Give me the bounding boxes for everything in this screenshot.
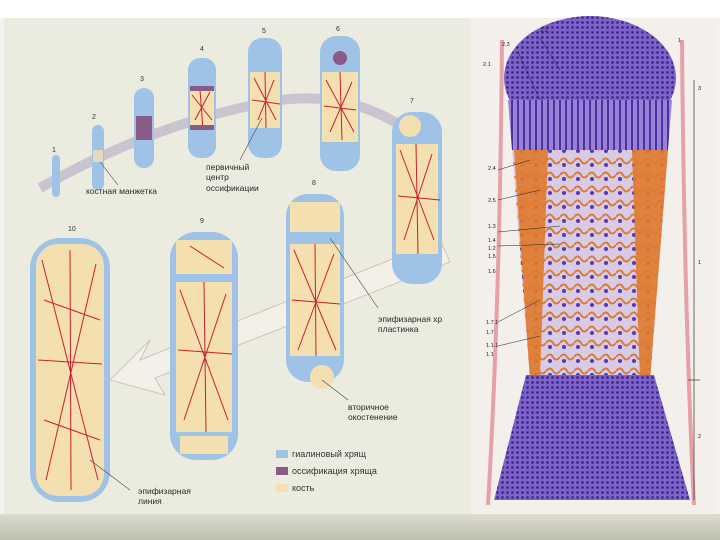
histology-label: 2.3 (502, 42, 510, 48)
histology-label: 2.4 (488, 166, 496, 172)
histology-label: 1.5 (488, 254, 496, 260)
stage-number: 10 (68, 226, 76, 233)
stage-number: 5 (262, 28, 266, 35)
histology-label: 1.1.1 (486, 343, 499, 349)
stage-number: 2 (92, 114, 96, 121)
epiphyseal-line-label-2: линия (138, 496, 162, 506)
histology-label: 2.5 (488, 198, 496, 204)
histology-label: 1.7.1 (486, 320, 499, 326)
legend-label-bone: кость (292, 483, 315, 493)
stage-number: 1 (52, 147, 56, 154)
histology-label-right: 3 (698, 86, 702, 92)
legend-swatch-ossification (276, 467, 288, 475)
legend-swatch-bone (276, 484, 288, 492)
legend-swatch-cartilage (276, 450, 288, 458)
epiphyseal-plate-label-1: эпифизарная хр (378, 314, 443, 324)
secondary-ossification-label-2: окостенение (348, 412, 398, 422)
histology-label: 1.4 (488, 238, 496, 244)
histology-label: 1.1 (486, 352, 494, 358)
primary-center-label-1: первичный (206, 162, 250, 172)
histology-label: 1.6 (488, 269, 496, 275)
histology-label-right: 1 (698, 260, 702, 266)
stage-number: 4 (200, 46, 204, 53)
histology-label: 1.3 (488, 224, 496, 230)
bottom-band (0, 514, 720, 540)
histology-label: 1.7 (486, 330, 494, 336)
epiphyseal-line-label-1: эпифизарная (138, 486, 191, 496)
stage-1-bone (52, 155, 60, 197)
stage-number: 8 (312, 180, 316, 187)
histology-label: 1.2 (488, 246, 496, 252)
bone-cuff-label: костная манжетка (86, 186, 157, 196)
diaphysis-region (512, 150, 668, 380)
stage-number: 9 (200, 218, 204, 225)
histology-label: 2.2 (540, 28, 548, 34)
primary-center-label-2: центр (206, 172, 229, 182)
primary-center-label-3: оссификации (206, 183, 259, 193)
stage-number: 3 (140, 76, 144, 83)
stage-number: 7 (410, 98, 414, 105)
secondary-ossification-label-1: вторичное (348, 402, 389, 412)
lower-cartilage-region (494, 375, 690, 500)
histology-label: 2.1 (483, 62, 491, 68)
stage-number: 6 (336, 26, 340, 33)
legend-label-cartilage: гиалиновый хрящ (292, 449, 367, 459)
legend-label-ossification: оссификация хряща (292, 466, 377, 476)
histology-label-right: 1 (678, 38, 682, 44)
epiphyseal-plate-label-2: пластинка (378, 324, 419, 334)
top-band (0, 0, 720, 18)
histology-label-right: 2 (698, 434, 702, 440)
growth-plate-region (508, 100, 672, 150)
